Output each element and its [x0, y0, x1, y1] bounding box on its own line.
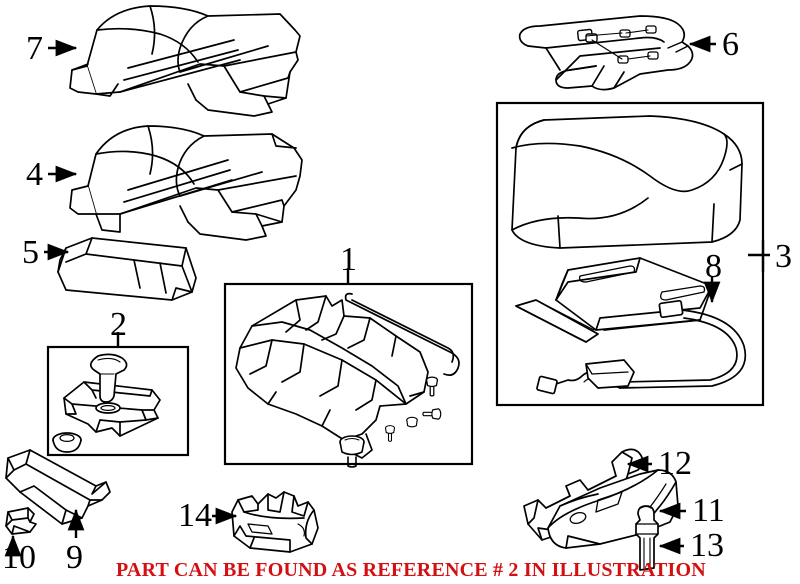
leader-lines: [4, 35, 770, 557]
callout-8: 8: [705, 248, 722, 285]
part-10-retainer-clip: [5, 507, 37, 535]
part-14-adjuster-switch: [231, 491, 319, 553]
callout-14: 14: [178, 497, 212, 534]
callout-7: 7: [26, 30, 43, 67]
part-5-bolster-pad: [57, 237, 197, 301]
callout-5: 5: [22, 234, 39, 271]
panel-3-contents: [511, 115, 747, 395]
callout-11: 11: [692, 492, 725, 529]
part-6-cushion-wire-frame: [518, 15, 694, 91]
callout-2: 2: [110, 306, 127, 343]
callout-6: 6: [722, 26, 739, 63]
callout-13: 13: [690, 527, 724, 564]
callout-10: 10: [2, 539, 36, 576]
part-4-cushion-cover-lower: [69, 125, 303, 241]
panel-2-contents: [52, 353, 161, 453]
callout-1: 1: [340, 241, 357, 278]
part-13-mounting-screw: [635, 505, 659, 571]
part-7-cushion-cover-upper: [69, 5, 301, 117]
callout-12: 12: [658, 445, 692, 482]
callout-3: 3: [775, 238, 792, 275]
callout-4: 4: [26, 156, 43, 193]
reference-caption: PART CAN BE FOUND AS REFERENCE # 2 IN IL…: [116, 559, 706, 581]
panel-1-contents: [235, 292, 460, 468]
callout-9: 9: [66, 539, 83, 576]
part-9-side-trim-panel: [5, 449, 111, 525]
